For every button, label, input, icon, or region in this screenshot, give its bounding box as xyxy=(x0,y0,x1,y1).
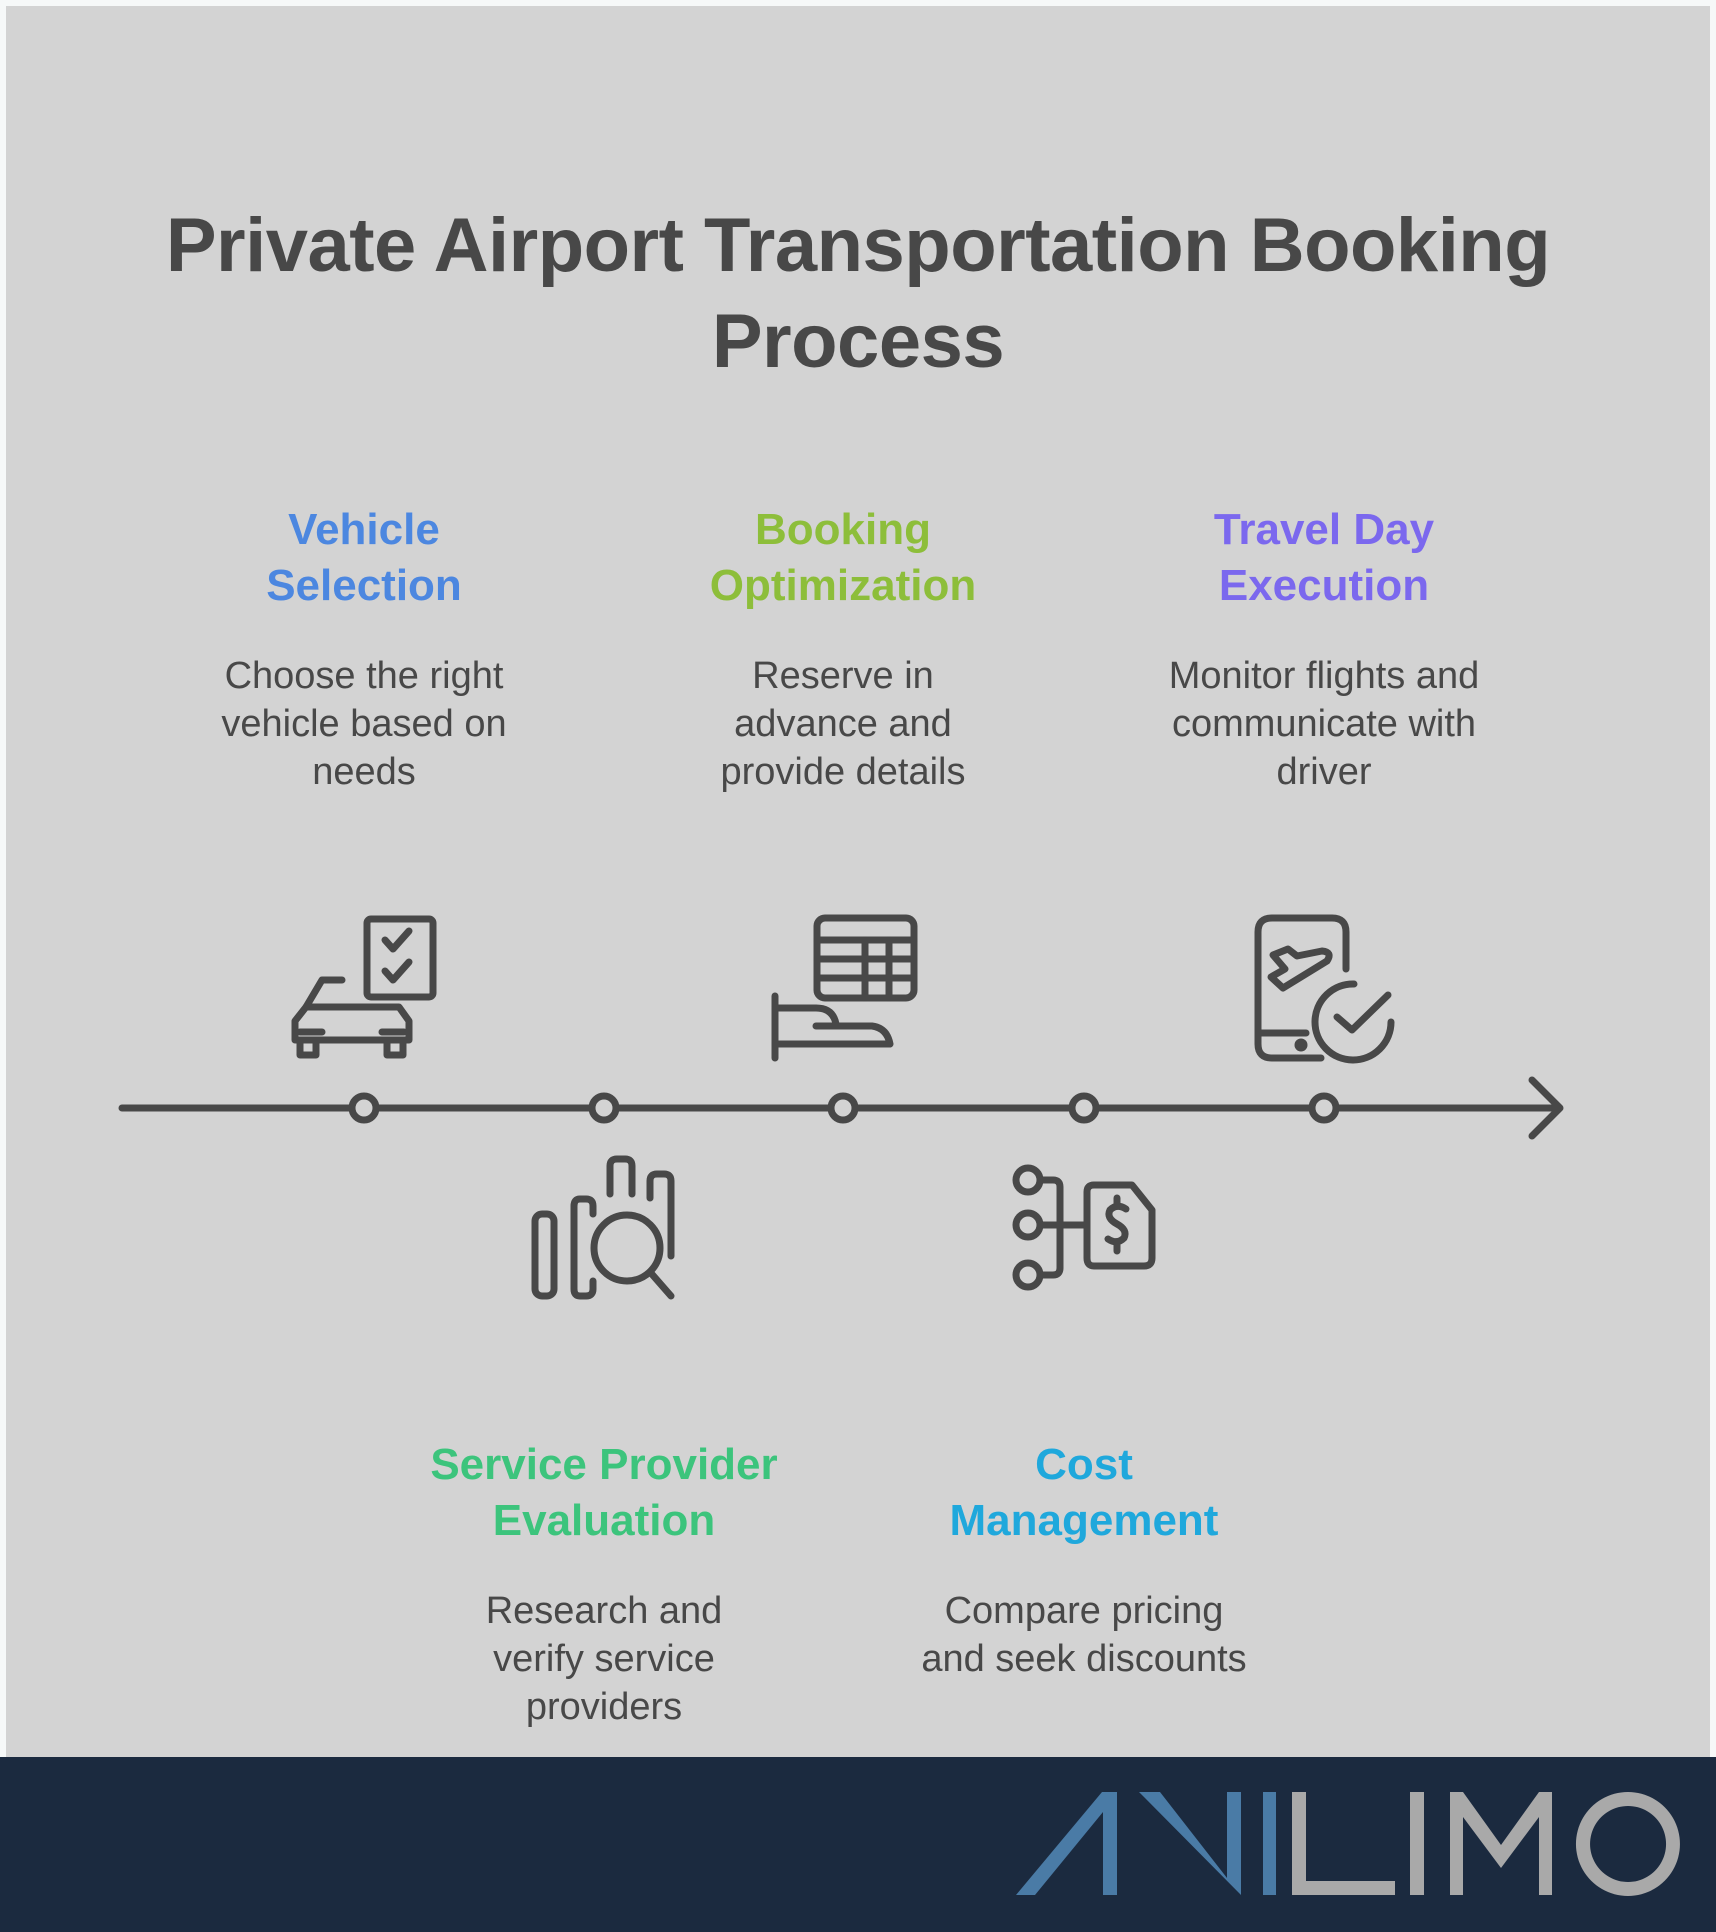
step-description: Reserve in advance and provide details xyxy=(720,655,966,793)
timeline-node-3 xyxy=(827,1092,859,1124)
logo-blue-letters xyxy=(1016,1792,1276,1895)
footer-banner: ANILIMO xyxy=(0,1757,1716,1932)
step-vehicle-selection: Vehicle Selection Choose the right vehic… xyxy=(154,502,574,796)
step-description: Compare pricing and seek discounts xyxy=(921,1590,1247,1680)
step-heading: Service Provider Evaluation xyxy=(430,1440,778,1545)
timeline-node-4 xyxy=(1068,1092,1100,1124)
page-title: Private Airport Transportation Booking P… xyxy=(0,198,1716,390)
logo-gray-letters xyxy=(1292,1792,1680,1896)
step-description: Choose the right vehicle based on needs xyxy=(221,655,507,793)
hand-calendar-icon xyxy=(771,914,918,1062)
bar-chart-magnifier-icon xyxy=(531,1155,675,1300)
step-travel-day-execution: Travel Day Execution Monitor flights and… xyxy=(1114,502,1534,796)
timeline-node-1 xyxy=(348,1092,380,1124)
title-line-2: Process xyxy=(711,299,1005,384)
step-heading: Cost Management xyxy=(949,1440,1219,1545)
step-description: Monitor flights and communicate with dri… xyxy=(1168,655,1480,793)
step-cost-management: Cost Management Compare pricing and seek… xyxy=(874,1437,1294,1683)
anilimo-logo: ANILIMO xyxy=(1016,1792,1680,1896)
step-heading: Booking Optimization xyxy=(709,505,977,610)
title-line-1: Private Airport Transportation Booking xyxy=(165,203,1551,288)
step-service-provider-evaluation: Service Provider Evaluation Research and… xyxy=(394,1437,814,1731)
timeline-node-5 xyxy=(1308,1092,1340,1124)
step-heading: Vehicle Selection xyxy=(266,505,462,610)
step-description: Research and verify service providers xyxy=(485,1590,723,1728)
timeline-node-2 xyxy=(588,1092,620,1124)
infographic-panel xyxy=(6,6,1710,1757)
dollar-document-network-icon xyxy=(1012,1164,1156,1291)
step-heading: Travel Day Execution xyxy=(1213,505,1435,610)
timeline-arrowhead-icon xyxy=(1528,1076,1564,1140)
car-checklist-icon xyxy=(291,915,437,1059)
timeline xyxy=(118,914,1564,1300)
phone-flight-check-icon xyxy=(1254,914,1395,1064)
step-booking-optimization: Booking Optimization Reserve in advance … xyxy=(633,502,1053,796)
